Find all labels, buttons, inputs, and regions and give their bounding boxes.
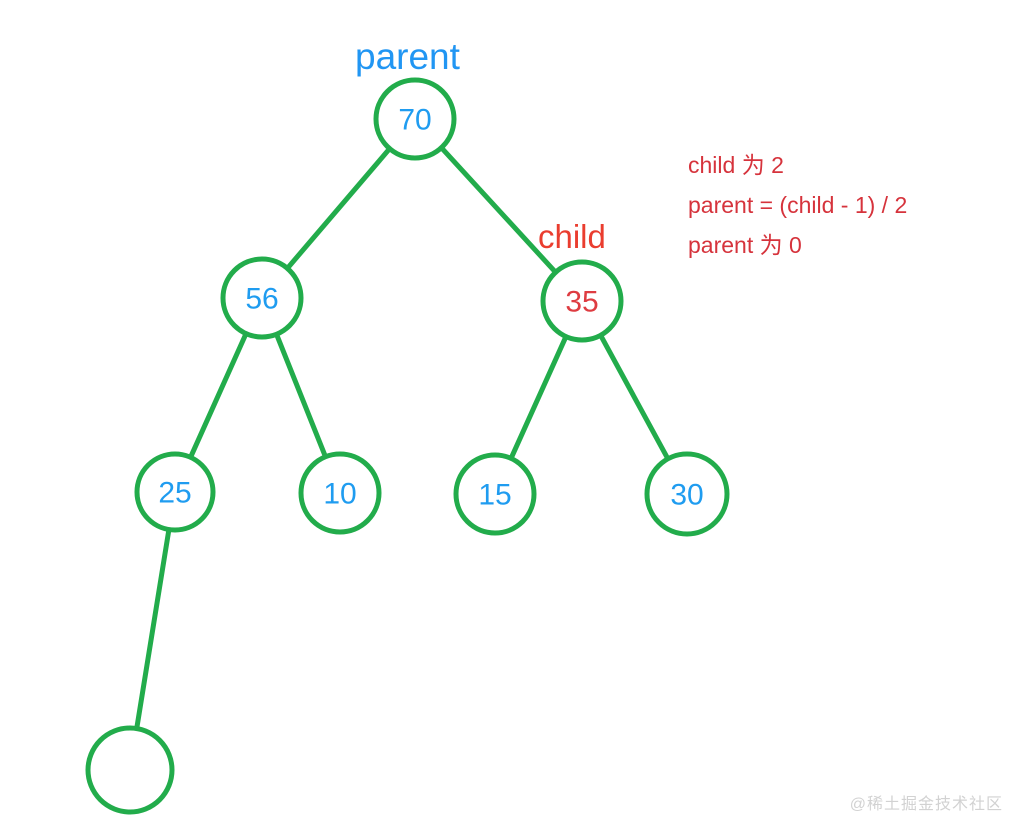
tree-node-30[interactable]: 30 [644,451,730,537]
node-circle [298,451,382,535]
node-value-label: 35 [565,286,598,319]
node-circle [85,725,175,815]
tree-node-empty[interactable] [85,725,175,815]
node-circle [134,451,216,533]
formula-line-1: child 为 2 [688,152,784,178]
node-circle [373,77,457,161]
node-circle [540,259,624,343]
node-value-label: 25 [158,477,191,510]
tree-node-25[interactable]: 25 [134,451,216,533]
node-value-label: 70 [398,104,431,137]
tree-node-56[interactable]: 56 [220,256,304,340]
formula-annotation-block: child 为 2 parent = (child - 1) / 2 paren… [688,145,907,265]
formula-line-2: parent = (child - 1) / 2 [688,192,908,218]
tree-node-10[interactable]: 10 [298,451,382,535]
tree-node-15[interactable]: 15 [453,452,537,536]
formula-line-3: parent 为 0 [688,232,802,258]
tree-nodes: 70 56 35 25 10 15 30 [85,77,730,815]
node-circle [220,256,304,340]
tree-edge [508,334,569,461]
child-annotation-label: child [538,218,606,255]
node-value-label: 10 [323,478,356,511]
tree-node-70[interactable]: 70 [373,77,457,161]
tree-edge [598,332,671,462]
node-circle [453,452,537,536]
parent-annotation-label: parent [355,36,460,77]
node-value-label: 15 [478,479,511,512]
node-circle [644,451,730,537]
tree-edge [438,145,559,275]
tree-edge [188,331,249,460]
tree-edges [134,145,671,732]
node-value-label: 30 [670,479,703,512]
tree-node-35[interactable]: 35 [540,259,624,343]
node-value-label: 56 [245,283,278,316]
tree-edge [134,527,172,732]
tree-edge [273,331,329,460]
tree-edge [284,146,393,271]
watermark-text: @稀土掘金技术社区 [849,796,1003,813]
